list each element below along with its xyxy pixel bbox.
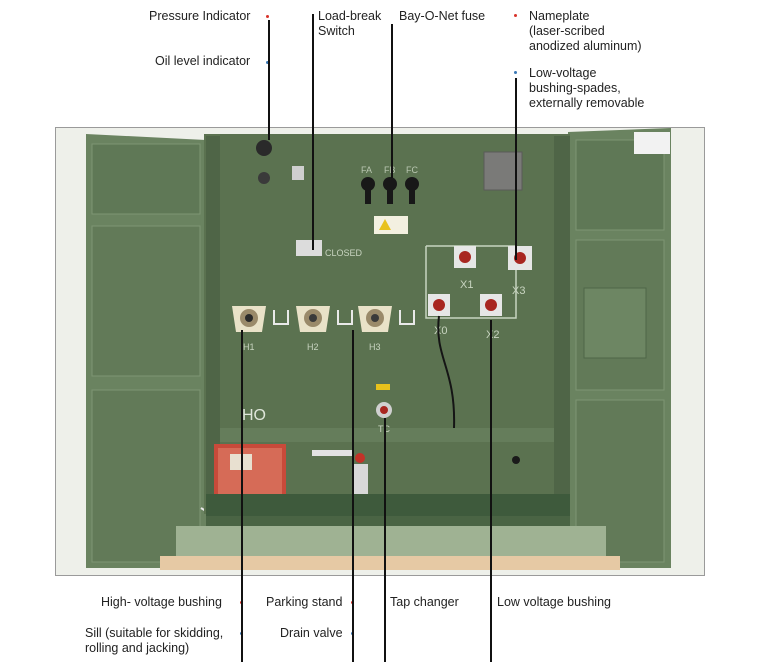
bay-o-net-fuses: FA FB FC [361, 165, 419, 204]
leader-spades [515, 78, 517, 260]
label-low-voltage-bushing: Low voltage bushing [497, 595, 611, 609]
x0-marking: X0 [434, 325, 447, 337]
sill [206, 514, 570, 526]
label-low-voltage-spades: Low-voltage bushing-spades, externally r… [529, 66, 645, 110]
parking-stand [312, 450, 352, 456]
x1-marking: X1 [460, 279, 473, 291]
leader-tap-changer [384, 418, 386, 662]
label-load-break-switch: Load-break Switch [318, 9, 382, 38]
leader-parking-stand [352, 330, 354, 662]
leader-lv-bushing [490, 320, 492, 662]
leader-load-break [312, 14, 314, 250]
lv-bushings: X1 X3 X0 X2 [428, 246, 532, 341]
ho-marking: HO [242, 407, 266, 424]
lv-frame [425, 245, 517, 319]
leader-fuse [391, 24, 393, 178]
pressure-gauge [256, 140, 272, 156]
leader-pressure [268, 20, 270, 140]
h1-marking: H1 [243, 342, 255, 352]
pressure-indicator-dot [266, 15, 269, 18]
fa-marking: FA [361, 165, 372, 175]
drain-valve [352, 464, 368, 498]
label-tap-changer: Tap changer [390, 595, 459, 609]
left-door [86, 134, 215, 568]
spades-dot [514, 71, 517, 74]
label-pressure-indicator: Pressure Indicator [149, 9, 251, 23]
x2-marking: X2 [486, 329, 499, 341]
right-door [545, 128, 671, 568]
closed-marking: CLOSED [325, 248, 363, 258]
x3-marking: X3 [512, 285, 525, 297]
label-nameplate: Nameplate (laser-scribed anodized alumin… [529, 9, 642, 53]
load-break-switch [296, 240, 322, 256]
label-parking-stand: Parking stand [266, 595, 343, 609]
label-drain-valve: Drain valve [280, 626, 343, 640]
label-sill: Sill (suitable for skidding, rolling and… [85, 626, 224, 655]
transformer-photo: FA FB FC CLOSED X1 X3 X0 X2 [55, 127, 705, 576]
ground-cable [437, 315, 456, 429]
oil-level-dot [266, 61, 269, 64]
hv-bushings: H1 H2 H3 [232, 306, 415, 352]
label-high-voltage-bushing: High- voltage bushing [101, 595, 222, 609]
warning-label [374, 216, 408, 234]
oil-gauge [258, 172, 270, 184]
label-oil-level-indicator: Oil level indicator [155, 54, 251, 68]
fb-marking: FB [384, 165, 396, 175]
leader-hv-bushing [241, 330, 243, 662]
switch-box [292, 166, 304, 180]
nameplate-dot [514, 14, 517, 17]
label-bay-o-net-fuse: Bay-O-Net fuse [399, 9, 486, 23]
fc-marking: FC [406, 165, 418, 175]
wooden-pallet [160, 556, 620, 570]
h3-marking: H3 [369, 342, 381, 352]
h2-marking: H2 [307, 342, 319, 352]
